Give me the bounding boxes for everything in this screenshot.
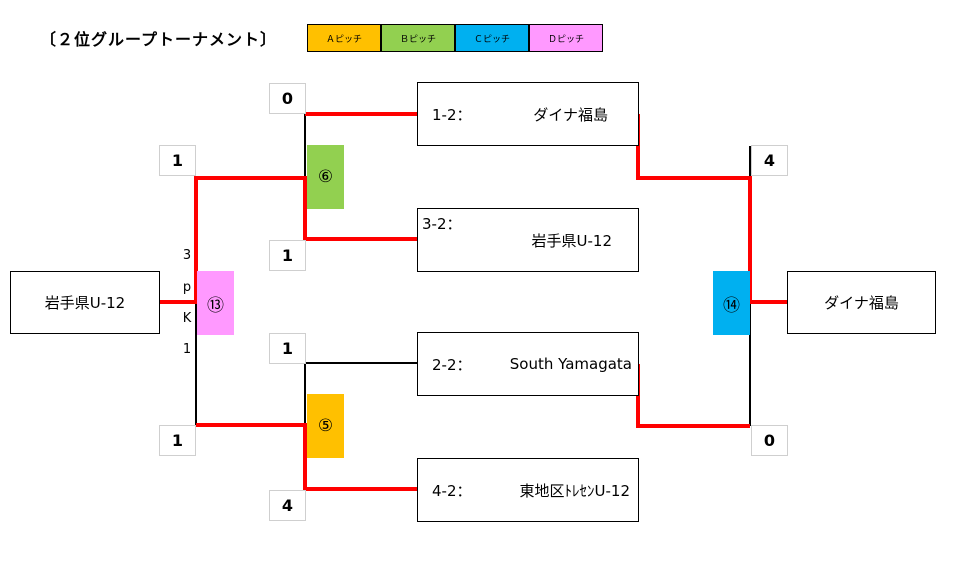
match-13-box: ⑬ bbox=[197, 271, 234, 335]
team-name: South Yamagata bbox=[509, 355, 632, 373]
pk-label-p: p bbox=[182, 280, 192, 295]
team-name: 岩手県U-12 bbox=[531, 231, 612, 250]
score-m13-top: 1 bbox=[159, 145, 196, 176]
score-m14-top: 4 bbox=[751, 145, 788, 176]
team-box-2-2: 2-2： South Yamagata bbox=[417, 332, 639, 396]
team-seed: 1-2： bbox=[432, 105, 472, 124]
score-m13-bottom: 1 bbox=[159, 425, 196, 456]
team-name: ダイナ福島 bbox=[824, 294, 899, 312]
match-5-box: ⑤ bbox=[307, 394, 344, 458]
team-box-4-2: 4-2： 東地区ﾄﾚｾﾝU-12 bbox=[417, 458, 639, 522]
winner-box-m14: ダイナ福島 bbox=[787, 271, 936, 334]
winner-line bbox=[160, 176, 417, 304]
winner-line bbox=[636, 364, 750, 428]
team-name: 東地区ﾄﾚｾﾝU-12 bbox=[519, 481, 630, 500]
team-name: ダイナ福島 bbox=[533, 105, 608, 124]
score-m5-bottom: 4 bbox=[269, 490, 306, 521]
team-seed: 2-2： bbox=[432, 355, 472, 374]
team-box-1-2: 1-2： ダイナ福島 bbox=[417, 82, 639, 146]
score-m14-bottom: 0 bbox=[751, 425, 788, 456]
score-m5-top: 1 bbox=[269, 333, 306, 364]
team-seed: 3-2： bbox=[422, 215, 462, 233]
match-14-box: ⑭ bbox=[713, 271, 750, 335]
legend-pitch-d: Ｄピッチ bbox=[529, 24, 603, 52]
team-name: 岩手県U-12 bbox=[44, 294, 126, 312]
winner-line bbox=[196, 423, 417, 491]
match-6-box: ⑥ bbox=[307, 145, 344, 209]
team-box-3-2: 3-2： 岩手県U-12 bbox=[417, 208, 639, 272]
legend-pitch-b: Ｂピッチ bbox=[381, 24, 455, 52]
winner-box-m13: 岩手県U-12 bbox=[10, 271, 160, 334]
pk-score-top: 3 bbox=[182, 248, 192, 263]
team-seed: 4-2： bbox=[432, 481, 472, 500]
pk-label-k: K bbox=[182, 311, 192, 326]
legend-pitch-a: Ａピッチ bbox=[307, 24, 381, 52]
score-m6-top: 0 bbox=[269, 83, 306, 114]
pk-score-bottom: 1 bbox=[182, 342, 192, 357]
winner-line bbox=[636, 114, 787, 304]
score-m6-bottom: 1 bbox=[269, 240, 306, 271]
page-title: 〔２位グループトーナメント〕 bbox=[40, 30, 278, 49]
legend-pitch-c: Ｃピッチ bbox=[455, 24, 529, 52]
